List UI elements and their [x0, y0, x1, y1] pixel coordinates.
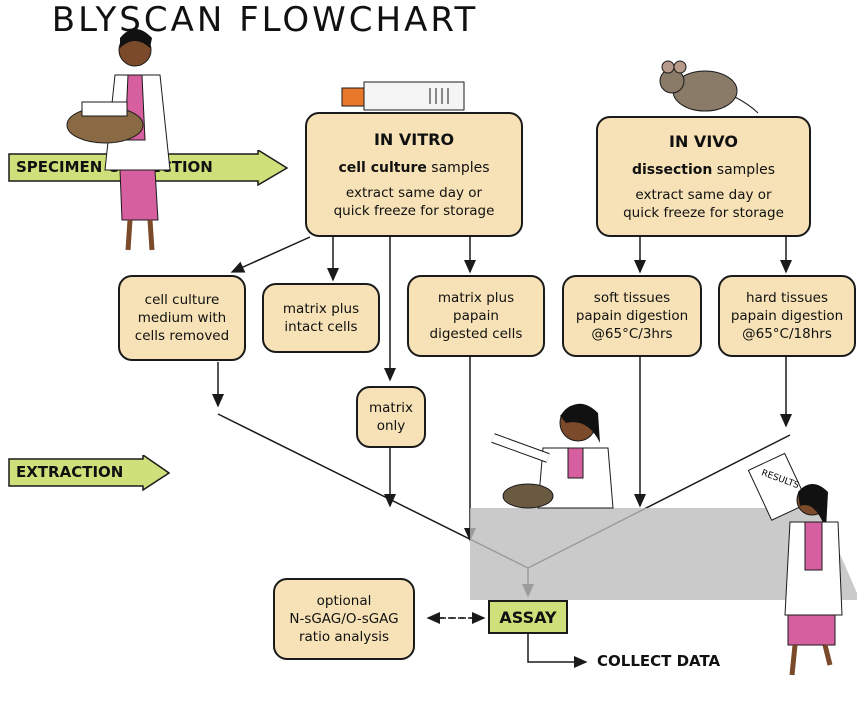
extraction-arrow: EXTRACTION [8, 455, 170, 491]
sample-box-matrix-only: matrix only [356, 386, 426, 448]
in-vivo-line1: extract same day or [635, 186, 772, 203]
in-vivo-line2: quick freeze for storage [623, 204, 784, 221]
sample-text: medium with [137, 309, 227, 326]
sample-text: hard tissues [745, 289, 828, 306]
page-title: BLYSCAN FLOWCHART [51, 0, 479, 40]
assay-label: ASSAY [488, 600, 568, 634]
in-vitro-heading: IN VITRO [373, 130, 455, 150]
optional-text: optional [316, 592, 372, 609]
sample-box-soft-tissues: soft tissues papain digestion @65°C/3hrs [562, 275, 702, 357]
sample-box-intact-cells: matrix plus intact cells [262, 283, 380, 353]
in-vivo-heading: IN VIVO [669, 132, 738, 152]
sample-text: soft tissues [593, 289, 671, 306]
optional-text: ratio analysis [298, 629, 390, 646]
in-vitro-sub-rest: samples [426, 159, 490, 176]
culture-flask-illustration [341, 81, 465, 111]
in-vivo-box: IN VIVO dissection samples extract same … [596, 116, 811, 237]
mouse-illustration [659, 60, 759, 114]
woman-with-results-illustration: RESULTS [747, 452, 843, 676]
sample-text: cell culture [144, 291, 220, 308]
in-vivo-sub-rest: samples [712, 161, 775, 178]
optional-ratio-box: optional N-sGAG/O-sGAG ratio analysis [273, 578, 415, 660]
woman-with-mortar-illustration [491, 403, 614, 509]
sample-box-hard-tissues: hard tissues papain digestion @65°C/18hr… [718, 275, 856, 357]
in-vivo-sub-bold: dissection [631, 161, 713, 178]
sample-text: matrix plus [282, 300, 360, 317]
sample-text: only [376, 418, 406, 434]
collect-data-label: COLLECT DATA [597, 652, 721, 670]
optional-text: N-sGAG/O-sGAG [289, 610, 399, 627]
sample-text: intact cells [284, 319, 358, 335]
sample-text: papain [453, 307, 499, 324]
sample-text: digested cells [429, 326, 523, 343]
sample-text: cells removed [134, 328, 230, 345]
sample-text: @65°C/3hrs [591, 326, 673, 343]
in-vitro-sub-bold: cell culture [338, 159, 427, 176]
woman-with-basket-illustration [66, 29, 171, 251]
sample-text: papain digestion [575, 307, 689, 324]
sample-text: @65°C/18hrs [742, 326, 832, 343]
in-vitro-line2: quick freeze for storage [333, 202, 495, 219]
sample-text: matrix plus [437, 289, 515, 306]
sample-box-digested-cells: matrix plus papain digested cells [407, 275, 545, 357]
in-vitro-line1: extract same day or [345, 184, 483, 201]
in-vitro-box: IN VITRO cell culture samples extract sa… [305, 112, 523, 237]
sample-text: matrix [368, 399, 413, 416]
sample-text: papain digestion [730, 307, 844, 324]
extraction-label: EXTRACTION [16, 463, 124, 481]
sample-box-medium: cell culture medium with cells removed [118, 275, 246, 361]
